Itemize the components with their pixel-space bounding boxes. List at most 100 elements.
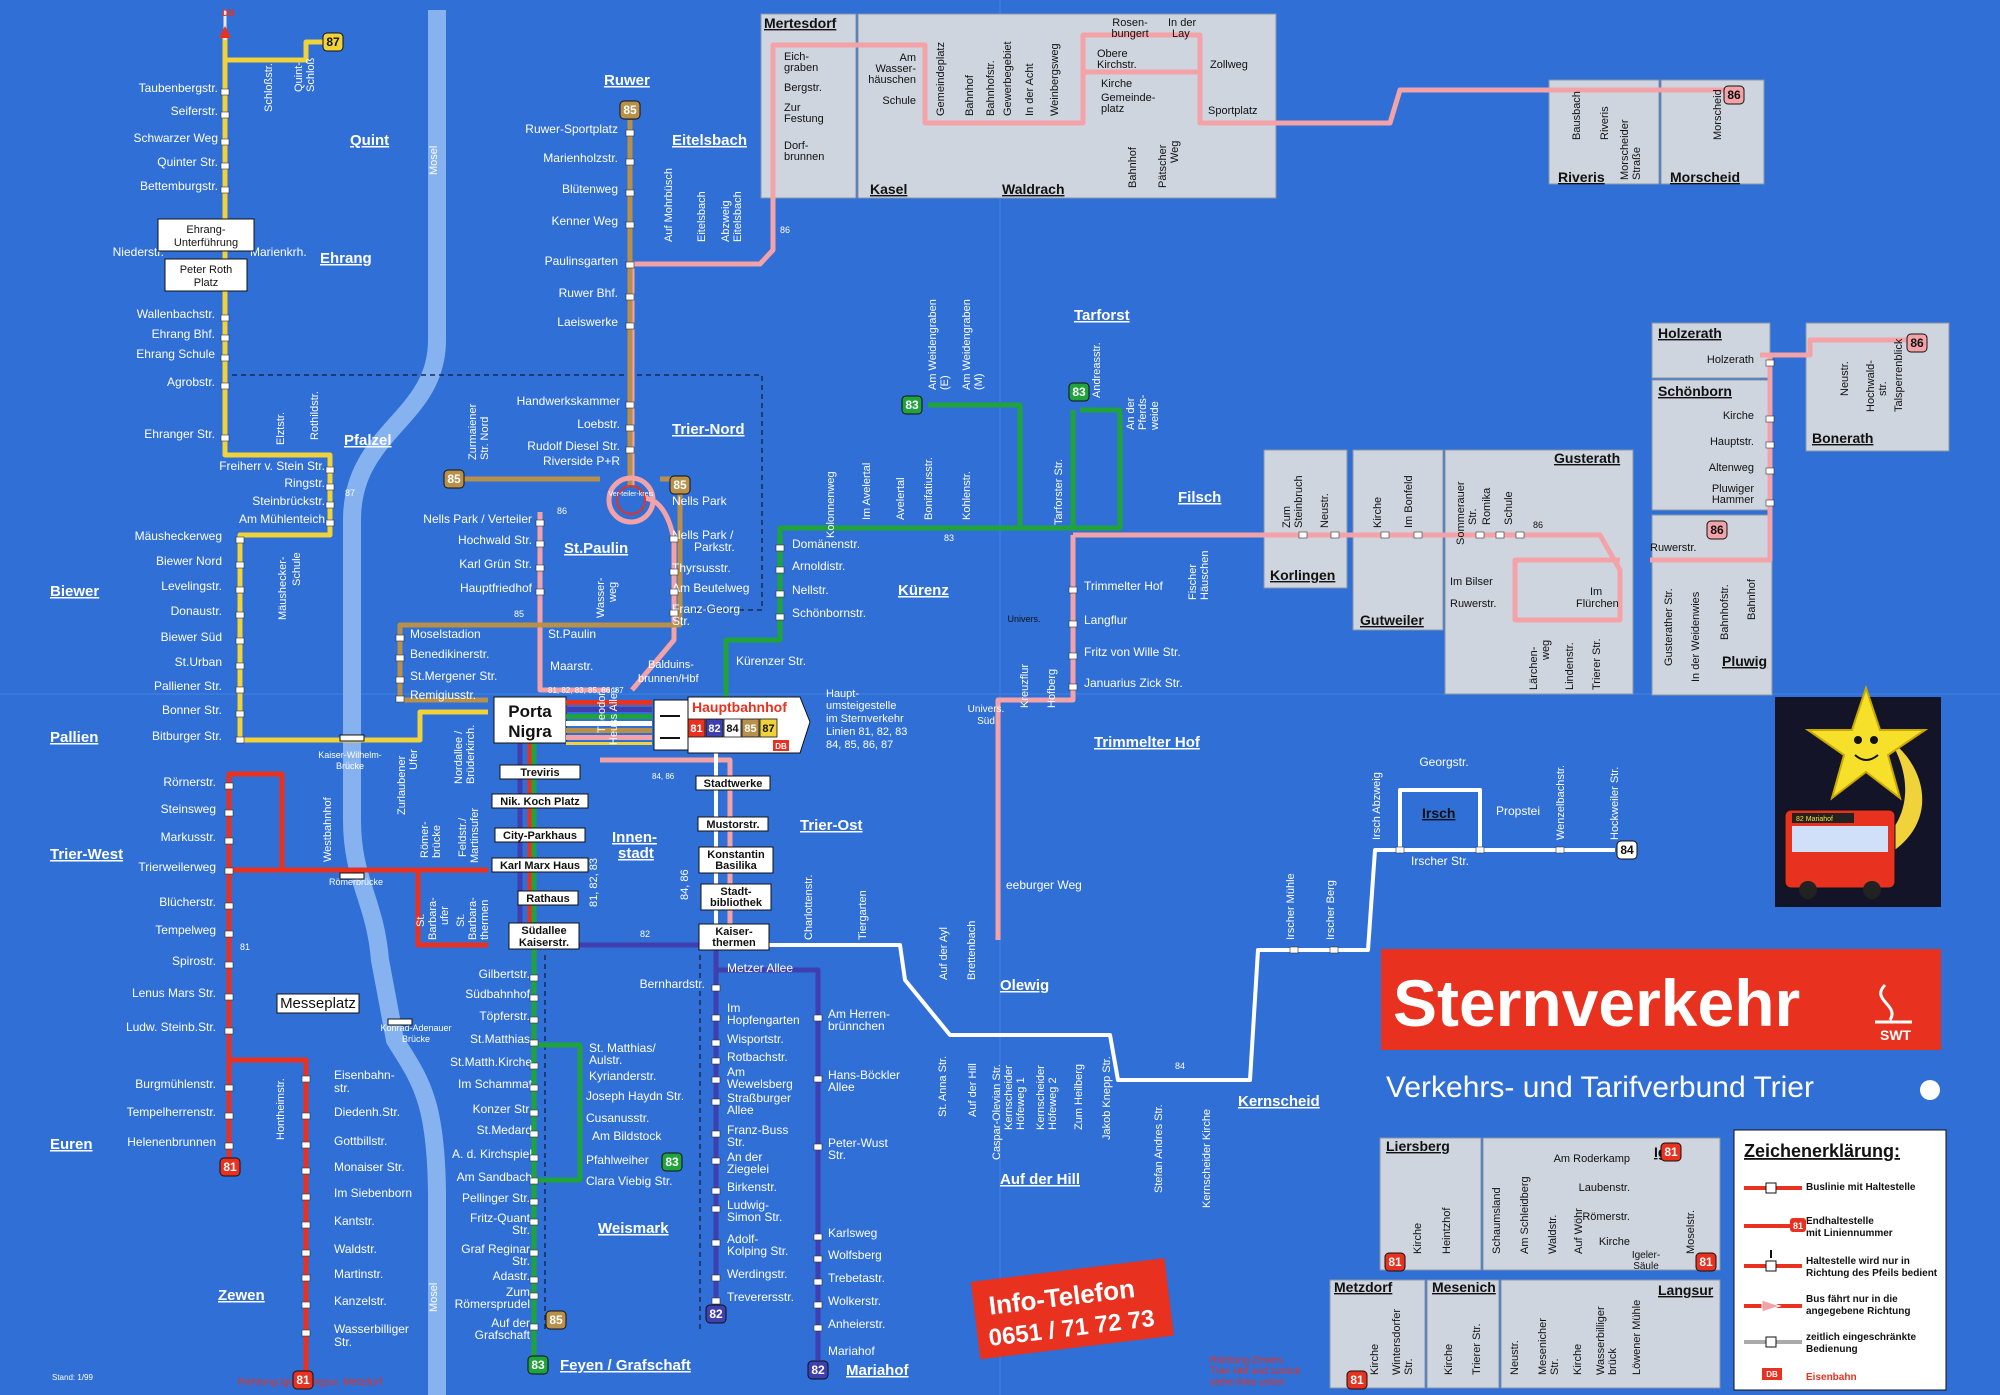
vertical-stop-label: Jakob Knepp Str. xyxy=(1101,1056,1113,1140)
village-label: Gutweiler xyxy=(1360,612,1424,628)
vertical-stop-label: Zurlaubener xyxy=(396,755,408,815)
hub-name-1: Porta xyxy=(508,702,552,721)
stop-marker xyxy=(235,561,245,569)
vertical-stop-label: Quint- xyxy=(293,62,305,92)
legend-item-text: Bus fährt nur in die xyxy=(1806,1294,1898,1305)
stop-marker xyxy=(1298,531,1308,539)
stop-marker xyxy=(1765,499,1775,507)
stop-marker xyxy=(235,710,245,718)
vertical-stop-label: Morscheider xyxy=(1619,119,1631,180)
stop-label: Cusanusstr. xyxy=(586,1111,649,1125)
stop-label: Hauptfriedhof xyxy=(460,581,533,595)
vertical-stop-label: Brüderkirch. xyxy=(465,725,477,784)
stop-label: Hochwald Str. xyxy=(458,533,532,547)
stop-label: Lay xyxy=(1172,28,1190,40)
stop-label: Töpferstr. xyxy=(479,1009,530,1023)
vertical-stop-label: Höfeweg 1 xyxy=(1015,1077,1027,1130)
stop-marker xyxy=(220,111,230,119)
line-84 xyxy=(714,720,1615,1082)
vertical-stop-label: Neustr. xyxy=(1509,1340,1521,1375)
line-badge-number: 81 xyxy=(1350,1373,1364,1387)
stop-label: Str. xyxy=(828,1148,846,1162)
bridge-labels: Kaiser-Wilhelm-BrückeRömerbrückeKonrad-A… xyxy=(318,734,452,1044)
stop-label: Quinter Str. xyxy=(157,155,218,169)
stop-marker xyxy=(224,837,234,845)
vertical-stop-label: Wasserbilliger xyxy=(1595,1306,1607,1375)
central-stop-box xyxy=(508,922,580,950)
hauptbahnhof-label: Hauptbahnhof xyxy=(692,699,787,715)
stop-label: 86 xyxy=(780,225,790,235)
stop-marker xyxy=(224,809,234,817)
stop-label: A. d. Kirchspiel xyxy=(452,1147,532,1161)
village-label: Langsur xyxy=(1658,1282,1714,1298)
stop-label: Bonner Str. xyxy=(162,703,222,717)
vertical-stop-label: Im Bonfeld xyxy=(1403,475,1415,528)
stop-label: An der xyxy=(727,1150,762,1164)
line-badge xyxy=(1906,333,1928,353)
stop-marker xyxy=(235,686,245,694)
village-label: Mertesdorf xyxy=(764,15,837,31)
label-box xyxy=(157,218,255,252)
vertical-stop-label: Am Schleidberg xyxy=(1519,1176,1531,1254)
stop-label: im Sternverkehr xyxy=(826,713,904,725)
stop-label: Trebetastr. xyxy=(828,1271,885,1285)
stop-marker xyxy=(529,1292,539,1300)
stop-marker xyxy=(625,158,635,166)
stop-marker xyxy=(813,1233,823,1241)
line-badge-number: 85 xyxy=(623,103,637,117)
stop-label: Am Roderkamp xyxy=(1554,1153,1630,1165)
vertical-stop-label: Kernscheider Kirche xyxy=(1201,1109,1213,1208)
stop-marker xyxy=(235,536,245,544)
line-badge xyxy=(619,100,641,120)
stop-label: Lenus Mars Str. xyxy=(132,986,216,1000)
village-label: Irsch xyxy=(1422,805,1455,821)
stop-label: Süd xyxy=(977,716,995,727)
mascot-illustration: 82 Mariahof xyxy=(1775,684,1941,907)
stop-label: Kantstr. xyxy=(334,1214,375,1228)
stop-label: Ehrang Bhf. xyxy=(152,327,215,341)
stop-marker xyxy=(529,1198,539,1206)
stop-label: Straßburger xyxy=(727,1091,791,1105)
stop-marker xyxy=(625,221,635,229)
vertical-stop-label: Kreuzflur xyxy=(1019,664,1031,708)
stop-label: Ehranger Str. xyxy=(144,427,215,441)
stop-marker xyxy=(711,1205,721,1213)
stop-label: Peter-Wust xyxy=(828,1136,888,1150)
hbf-line-number: 87 xyxy=(762,723,774,735)
line-86 xyxy=(537,32,1915,940)
stop-label: Biewer Nord xyxy=(156,554,222,568)
stop-marker xyxy=(224,961,234,969)
vertical-stop-label: Kirche xyxy=(1369,1344,1381,1375)
vertical-stop-label: Martinsufer xyxy=(469,808,481,863)
vertical-stop-label: Irsch Abzweig xyxy=(1371,772,1383,840)
vertical-stop-label: Kirche xyxy=(1443,1344,1455,1375)
stop-label: Zur xyxy=(784,102,801,114)
stop-label: St.Matthias xyxy=(470,1032,530,1046)
stop-label: Str. xyxy=(512,1223,530,1237)
vertical-stop-label: Gemeindeplatz xyxy=(935,42,947,116)
stop-label: Franz-Buss xyxy=(727,1123,788,1137)
district-label: Ehrang xyxy=(320,250,372,267)
central-stop-box xyxy=(517,890,579,906)
box-metzdorf xyxy=(1329,1279,1426,1389)
vertical-stop-label: Charlottenstr. xyxy=(803,875,815,940)
central-stop-box xyxy=(491,857,589,873)
stop-label: Altenweg xyxy=(1709,462,1754,474)
stop-label: Ziegelei xyxy=(727,1162,769,1176)
vertical-stop-label: Bahnhof xyxy=(1746,578,1758,620)
vertical-stop-label: ufer xyxy=(439,906,451,925)
stop-label: Linien 81, 82, 83 xyxy=(826,726,907,738)
stop-marker xyxy=(529,1084,539,1092)
stop-marker xyxy=(1068,586,1078,594)
vertical-stop-label: Wasser- xyxy=(595,577,607,618)
stop-label: Nellstr. xyxy=(792,583,829,597)
stop-label: Joseph Haydn Str. xyxy=(586,1089,684,1103)
stop-label: Str. xyxy=(334,1335,352,1349)
bridge-label: Brücke xyxy=(336,761,364,771)
box-igel xyxy=(1482,1137,1721,1271)
db-label: DB xyxy=(775,742,787,751)
stop-marker xyxy=(669,588,679,596)
stop-marker xyxy=(535,564,545,572)
line-badge-number: 83 xyxy=(905,398,919,412)
stop-label: Clara Viebig Str. xyxy=(586,1174,673,1188)
